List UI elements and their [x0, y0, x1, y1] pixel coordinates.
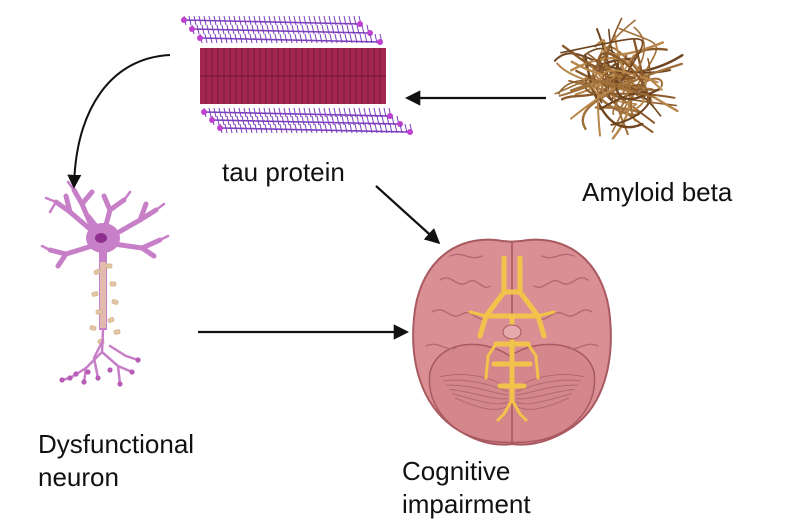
amyloid-beta-label-text: Amyloid beta: [582, 177, 733, 207]
dysfunctional-neuron-label: Dysfunctional neuron: [38, 428, 194, 493]
tau-protein-label: tau protein: [222, 156, 345, 189]
dysfunctional-neuron-label-line1: Dysfunctional: [38, 429, 195, 459]
cognitive-impairment-label-line1: Cognitive: [402, 456, 511, 486]
tau-protein-label-text: tau protein: [222, 157, 345, 187]
arrow-tau-to-neuron: [67, 54, 171, 189]
amyloid-beta-label: Amyloid beta: [582, 176, 732, 209]
amyloid-beta-tangle-icon: [553, 17, 684, 140]
cognitive-impairment-label: Cognitive impairment: [402, 455, 531, 520]
brain-icon: [412, 238, 612, 446]
cognitive-impairment-label-line2: impairment: [402, 488, 531, 519]
dysfunctional-neuron-label-line2: neuron: [38, 461, 119, 492]
tau-protein-fibril-icon: [181, 15, 413, 135]
arrow-tau-to-brain: [375, 185, 441, 245]
neuron-icon: [40, 180, 170, 387]
